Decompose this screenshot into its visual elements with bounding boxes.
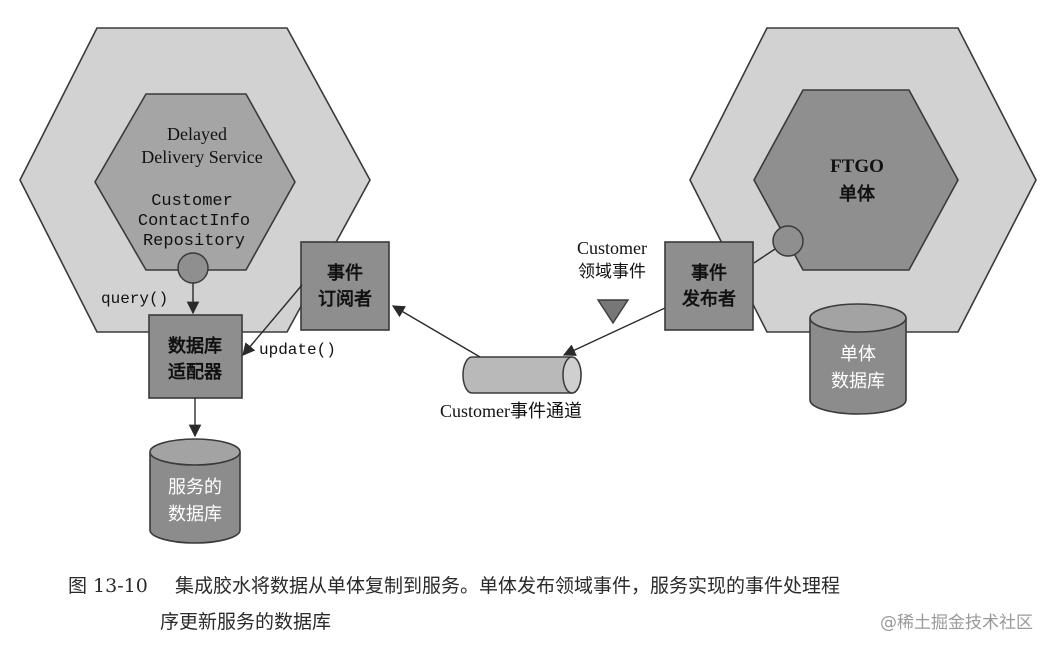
- customer-event-channel-label: Customer事件通道: [440, 401, 582, 421]
- repository-label-line3: Repository: [143, 232, 245, 251]
- channel-to-subscriber-arrow: [391, 305, 481, 358]
- monolith-title-line2: 单体: [839, 183, 876, 205]
- domain-event-triangle-icon: [596, 299, 630, 325]
- service-database-line1: 服务的: [168, 477, 222, 498]
- service-database-cylinder: [149, 438, 241, 544]
- event-publisher-box: [664, 241, 754, 331]
- event-subscriber-box: [300, 241, 390, 331]
- database-adapter-line2: 适配器: [168, 362, 223, 383]
- repository-label-line2: ContactInfo: [138, 212, 250, 231]
- caption-text-line2: 序更新服务的数据库: [160, 611, 332, 633]
- monolith-database-cylinder: [809, 303, 907, 415]
- query-label: query(): [101, 290, 168, 308]
- event-publisher-line2: 发布者: [681, 288, 736, 310]
- update-label: update(): [259, 341, 336, 359]
- repository-port: [177, 252, 209, 284]
- integration-glue-diagram: Delayed Delivery Service Customer Contac…: [19, 27, 1037, 544]
- database-adapter-box: [148, 314, 243, 399]
- publisher-to-channel-arrow: [562, 307, 666, 356]
- event-publisher-line1: 事件: [691, 262, 727, 284]
- event-subscriber-line1: 事件: [327, 262, 363, 284]
- customer-event-channel: [462, 356, 582, 394]
- service-title-line1: Delayed: [167, 124, 227, 144]
- monolith-database-line1: 单体: [840, 344, 876, 365]
- caption-line1: 图 13-10 集成胶水将数据从单体复制到服务。单体发布领域事件，服务实现的事件处…: [68, 568, 1028, 604]
- monolith-database-line2: 数据库: [831, 371, 885, 392]
- event-subscriber-line2: 订阅者: [318, 288, 372, 310]
- service-database-line2: 数据库: [168, 504, 222, 525]
- port-connector: [753, 248, 776, 264]
- figure-caption: 图 13-10 集成胶水将数据从单体复制到服务。单体发布领域事件，服务实现的事件处…: [68, 568, 1028, 640]
- service-inner-hexagon: [94, 93, 296, 271]
- database-adapter-line1: 数据库: [168, 335, 222, 357]
- monolith-title-line1: FTGO: [830, 156, 884, 177]
- domain-event-label-line2: 领域事件: [578, 262, 646, 282]
- domain-event-label-line1: Customer: [577, 238, 647, 258]
- monolith-inner-hexagon: [753, 89, 959, 271]
- service-title-line2: Delivery Service: [141, 147, 262, 167]
- figure-number: 图 13-10: [68, 575, 148, 597]
- update-arrow: [242, 284, 303, 356]
- repository-label-line1: Customer: [151, 192, 233, 211]
- caption-text-line1: 集成胶水将数据从单体复制到服务。单体发布领域事件，服务实现的事件处理程: [175, 575, 841, 597]
- watermark: @稀土掘金技术社区: [880, 613, 1033, 633]
- monolith-port: [772, 225, 804, 257]
